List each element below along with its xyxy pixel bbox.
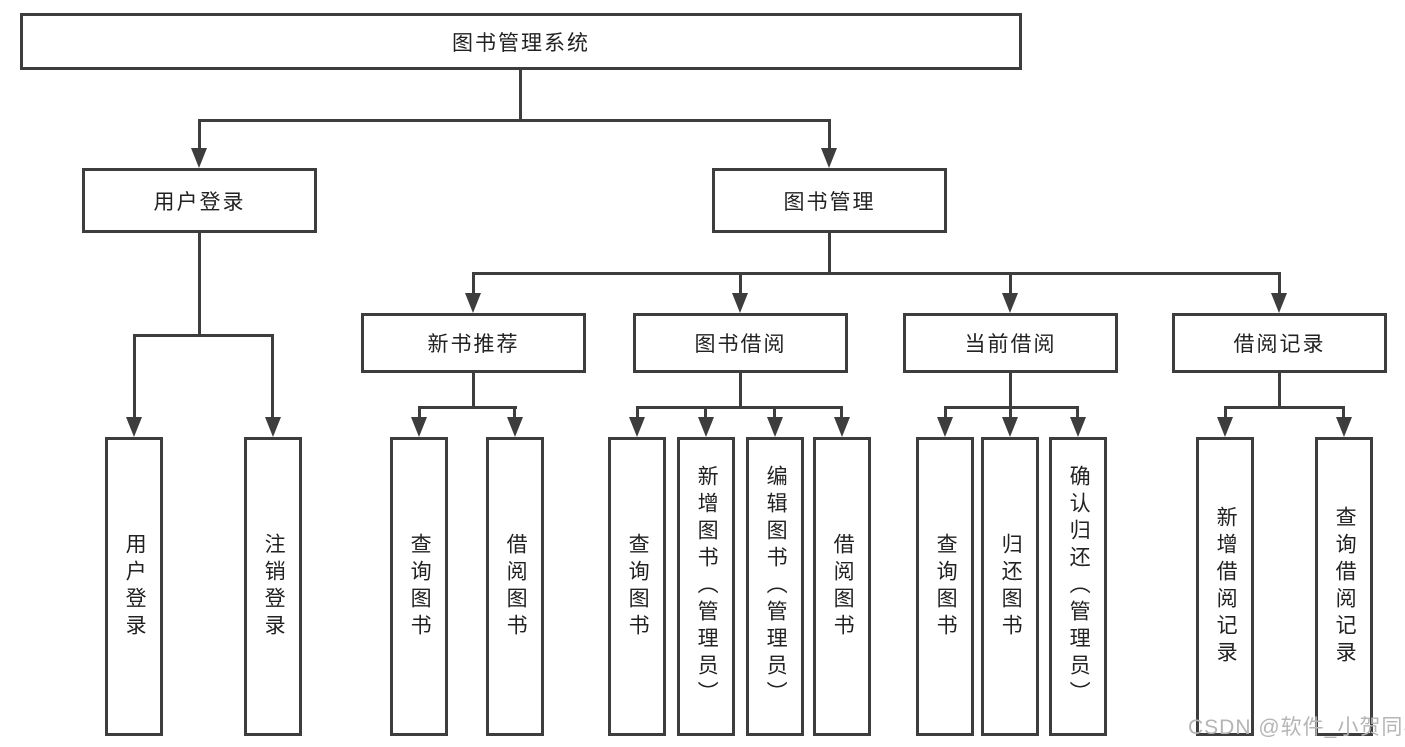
arrowhead-down-icon (698, 417, 714, 437)
arrowhead-down-icon (732, 293, 748, 313)
arrowhead-down-icon (1002, 293, 1018, 313)
connector-current-drop (1076, 406, 1079, 419)
arrowhead-down-icon (265, 417, 281, 437)
connector-records-hline (1224, 406, 1345, 409)
connector-userlogin-drop (133, 334, 136, 419)
connector-bookmgmt-hline (472, 272, 1281, 275)
arrowhead-down-icon (411, 417, 427, 437)
leaf-query-books-recommend: 查询图书 (390, 437, 448, 736)
connector-current-stem (1009, 373, 1012, 408)
leaf-user-login: 用户登录 (105, 437, 163, 736)
leaf-label: 新增借阅记录 (1214, 505, 1238, 668)
arrowhead-down-icon (1070, 417, 1086, 437)
node-new-book-recommend: 新书推荐 (361, 313, 586, 373)
connector-borrowing-drop (773, 406, 776, 419)
watermark: CSDN @软件_小贺同学 (1188, 716, 1405, 739)
arrowhead-down-icon (1336, 417, 1352, 437)
leaf-query-borrow-record: 查询借阅记录 (1315, 437, 1373, 736)
connector-userlogin-stem (198, 233, 201, 336)
arrowhead-down-icon (937, 417, 953, 437)
leaf-label: 新增图书（管理员） (695, 465, 719, 708)
connector-root-drop (198, 119, 201, 150)
connector-bookmgmt-drop (1278, 272, 1281, 295)
connector-records-stem (1278, 373, 1281, 408)
leaf-label: 确认归还（管理员） (1067, 465, 1091, 708)
connector-borrowing-stem (739, 373, 742, 408)
leaf-label: 查询图书 (934, 532, 958, 641)
leaf-label: 归还图书 (999, 532, 1023, 641)
node-borrow-records: 借阅记录 (1172, 313, 1387, 373)
node-user-login: 用户登录 (82, 168, 317, 233)
arrowhead-down-icon (1217, 417, 1233, 437)
arrowhead-down-icon (191, 148, 207, 168)
arrowhead-down-icon (1271, 293, 1287, 313)
leaf-label: 查询图书 (626, 532, 650, 641)
connector-userlogin-hline (133, 334, 274, 337)
arrowhead-down-icon (1002, 417, 1018, 437)
leaf-borrow-books-recommend: 借阅图书 (486, 437, 544, 736)
connector-root-hline (198, 119, 831, 122)
leaf-logout: 注销登录 (244, 437, 302, 736)
leaf-edit-book-admin: 编辑图书（管理员） (746, 437, 804, 736)
leaf-label: 注销登录 (262, 532, 286, 641)
connector-recommend-drop (513, 406, 516, 419)
connector-bookmgmt-drop (739, 272, 742, 295)
leaf-confirm-return-admin: 确认归还（管理员） (1049, 437, 1107, 736)
arrowhead-down-icon (465, 293, 481, 313)
node-current-borrowing: 当前借阅 (903, 313, 1118, 373)
leaf-borrow-books-borrowing: 借阅图书 (813, 437, 871, 736)
arrowhead-down-icon (507, 417, 523, 437)
leaf-label: 借阅图书 (831, 532, 855, 641)
connector-borrowing-drop (704, 406, 707, 419)
connector-recommend-drop (418, 406, 421, 419)
leaf-label: 用户登录 (123, 532, 147, 641)
connector-current-drop (1009, 406, 1012, 419)
arrowhead-down-icon (821, 148, 837, 168)
arrowhead-down-icon (834, 417, 850, 437)
leaf-query-books-borrowing: 查询图书 (608, 437, 666, 736)
leaf-add-book-admin: 新增图书（管理员） (677, 437, 735, 736)
connector-recommend-hline (418, 406, 517, 409)
node-book-borrowing: 图书借阅 (633, 313, 848, 373)
connector-borrowing-drop (840, 406, 843, 419)
leaf-label: 查询图书 (408, 532, 432, 641)
node-book-management-system: 图书管理系统 (20, 13, 1022, 70)
leaf-label: 借阅图书 (504, 532, 528, 641)
leaf-return-books: 归还图书 (981, 437, 1039, 736)
leaf-label: 查询借阅记录 (1333, 505, 1357, 668)
connector-borrowing-drop (636, 406, 639, 419)
connector-bookmgmt-stem (828, 233, 831, 275)
connector-current-drop (944, 406, 947, 419)
connector-records-drop (1224, 406, 1227, 419)
node-book-management: 图书管理 (712, 168, 947, 233)
connector-userlogin-drop (271, 334, 274, 419)
connector-borrowing-hline (636, 406, 843, 409)
leaf-add-borrow-record: 新增借阅记录 (1196, 437, 1254, 736)
connector-root-stem (519, 70, 522, 122)
connector-bookmgmt-drop (1009, 272, 1012, 295)
arrowhead-down-icon (126, 417, 142, 437)
connector-recommend-stem (472, 373, 475, 408)
connector-bookmgmt-drop (472, 272, 475, 295)
arrowhead-down-icon (767, 417, 783, 437)
connector-records-drop (1342, 406, 1345, 419)
arrowhead-down-icon (629, 417, 645, 437)
leaf-label: 编辑图书（管理员） (764, 465, 788, 708)
connector-root-drop (828, 119, 831, 150)
leaf-query-books-current: 查询图书 (916, 437, 974, 736)
